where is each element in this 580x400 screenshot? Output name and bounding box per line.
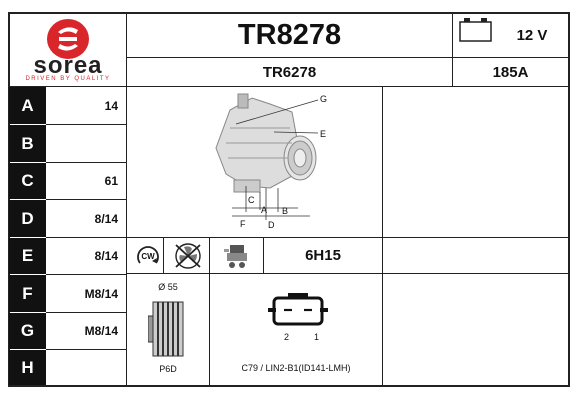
connector-code: C79 / LIN2-B1(ID141-LMH): [241, 363, 351, 373]
row-value-h: [46, 350, 124, 385]
rotation-cw-icon: CW: [134, 243, 162, 269]
alternator-drawing: G E C A B F D: [200, 88, 350, 234]
label-c: C: [248, 195, 255, 205]
fan-config: 6H15: [305, 247, 341, 264]
row-value-g: M8/14: [84, 324, 118, 338]
label-g: G: [320, 94, 328, 104]
connector-pin-2: 2: [284, 332, 290, 342]
sorea-emblem-icon: [47, 19, 89, 59]
row-label-d: D: [9, 200, 46, 237]
pulley-diameter: Ø 55: [158, 282, 178, 292]
no-fan-icon: [172, 241, 204, 271]
row-value-c: 61: [104, 174, 118, 188]
amperage-value: 185A: [492, 63, 529, 81]
row-label-f: F: [9, 275, 46, 312]
brand-tagline: DRIVEN BY QUALITY: [25, 76, 111, 82]
brand-name: sorea: [33, 52, 103, 79]
label-f: F: [240, 219, 246, 229]
row-label-e: E: [9, 238, 46, 274]
row-label-b: B: [9, 125, 46, 162]
rotation-label: CW: [141, 251, 155, 261]
pulley-icon: [147, 298, 188, 360]
connector-icon: [268, 291, 328, 329]
row-label-h: H: [9, 350, 46, 385]
row-value-b: [46, 125, 124, 162]
brand-logo: sorea DRIVEN BY QUALITY: [14, 16, 122, 82]
regulator-icon: [222, 241, 252, 271]
alt-part-number: TR6278: [262, 63, 317, 81]
row-value-d: 8/14: [94, 211, 118, 226]
part-number: TR8278: [237, 19, 342, 51]
row-label-g: G: [9, 313, 46, 349]
row-value-f: M8/14: [84, 286, 118, 301]
label-a: A: [261, 205, 268, 215]
row-value-e: 8/14: [94, 249, 118, 263]
label-d: D: [268, 220, 275, 230]
row-label-a: A: [9, 87, 46, 124]
battery-icon: [459, 17, 493, 43]
label-b: B: [282, 206, 289, 216]
voltage-value: 12 V: [516, 26, 548, 44]
row-label-c: C: [9, 163, 46, 199]
row-value-a: 14: [104, 98, 118, 113]
pulley-type: P6D: [159, 364, 177, 374]
connector-pin-1: 1: [314, 332, 320, 342]
label-e: E: [320, 129, 327, 139]
